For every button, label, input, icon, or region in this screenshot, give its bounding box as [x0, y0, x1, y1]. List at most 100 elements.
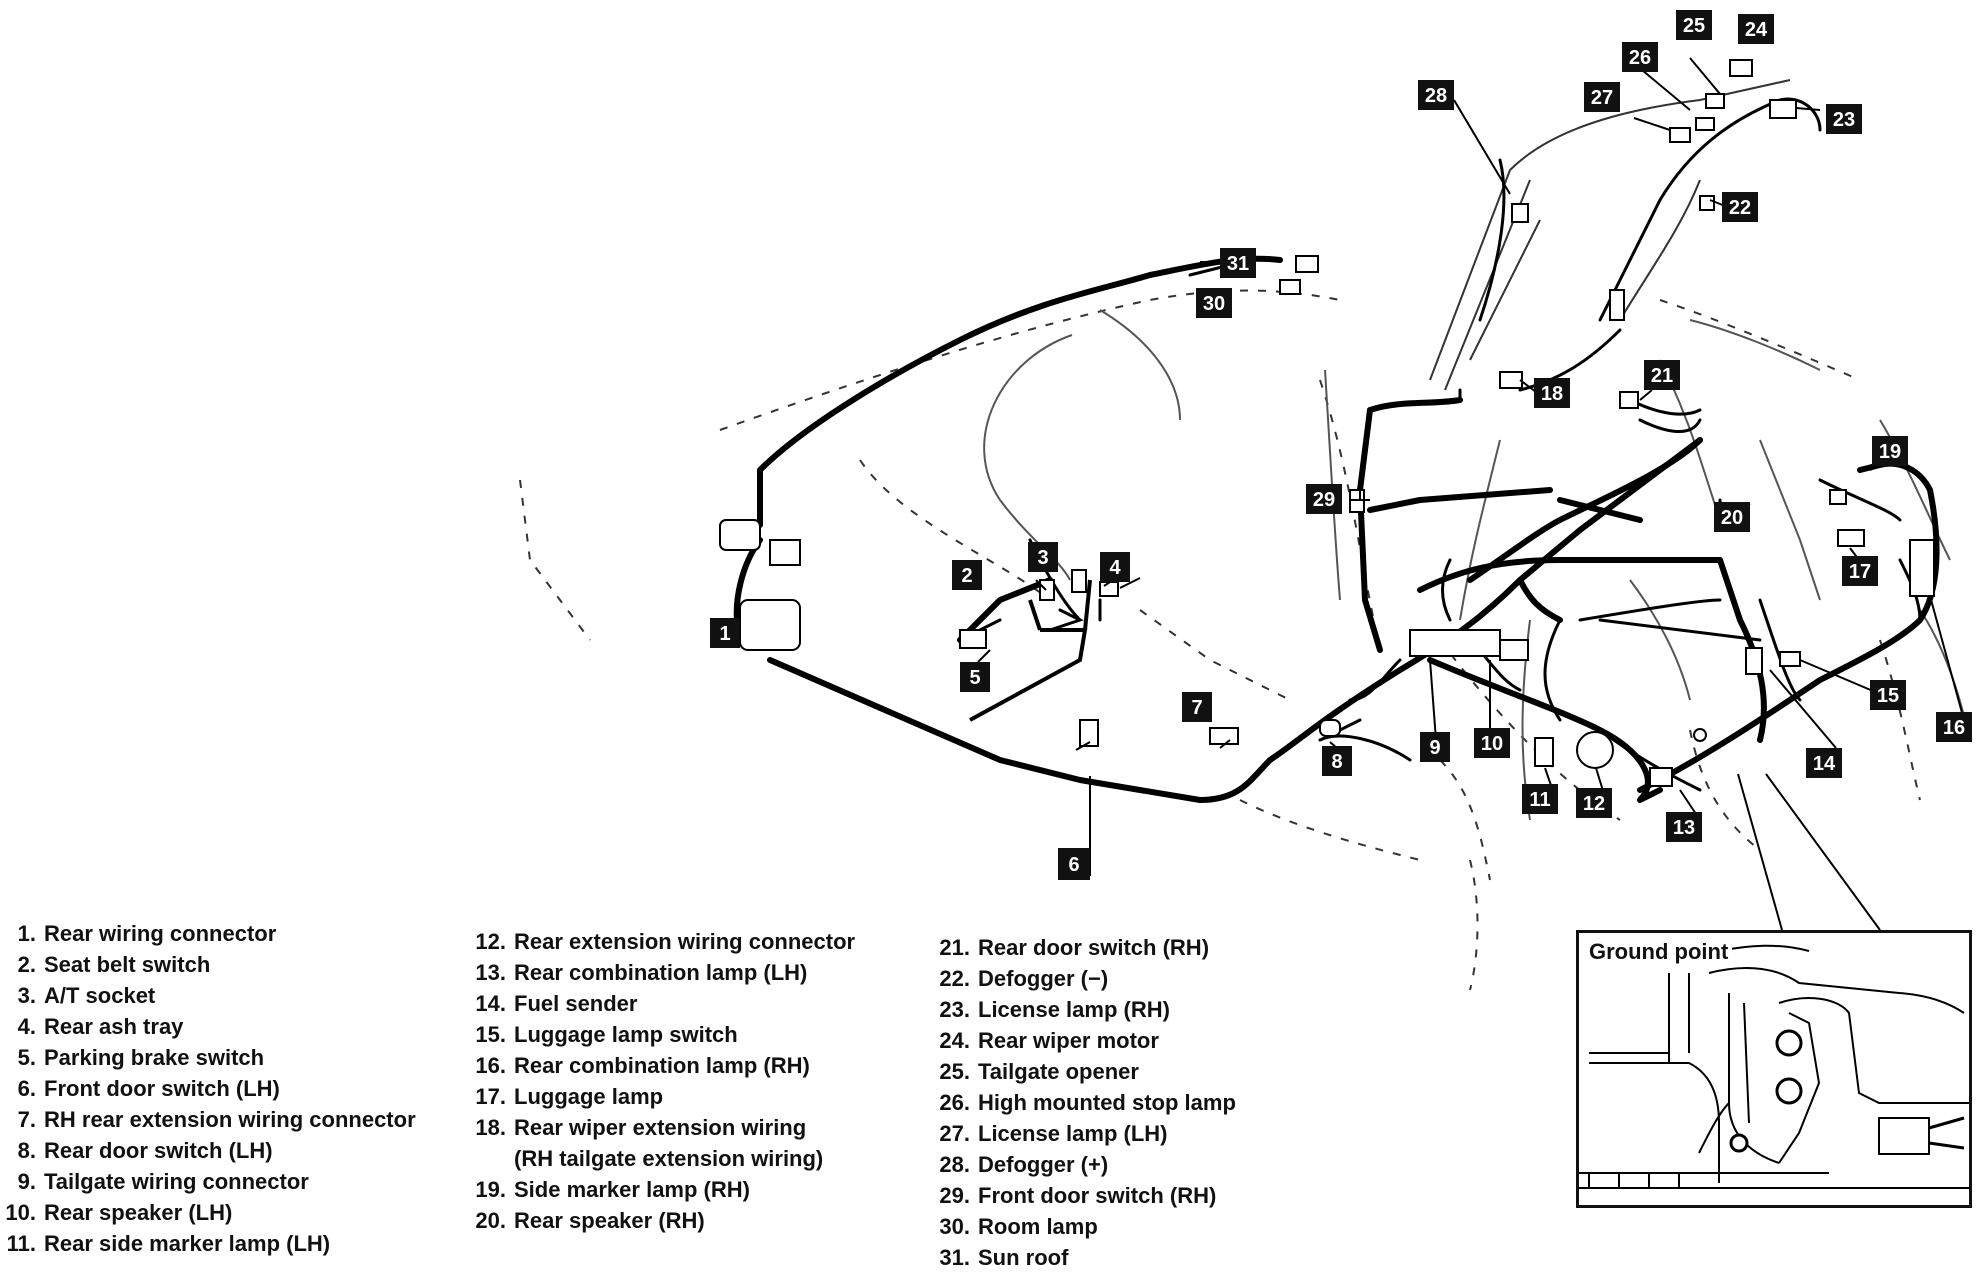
callout-27: 27: [1584, 82, 1620, 112]
legend-item-continuation: (RH tailgate extension wiring): [514, 1146, 824, 1171]
svg-text:26: 26: [1629, 47, 1651, 69]
legend-item: 18.Rear wiper extension wiring: [475, 1115, 807, 1140]
legend-item: 4.Rear ash tray: [17, 1014, 184, 1039]
callout-4: 4: [1100, 552, 1130, 582]
legend-item: 10.Rear speaker (LH): [5, 1200, 233, 1225]
svg-text:20: 20: [1721, 507, 1743, 529]
svg-text:1: 1: [719, 623, 730, 645]
legend-item: 19.Side marker lamp (RH): [475, 1177, 750, 1202]
callout-2: 2: [952, 560, 982, 590]
svg-text:29: 29: [1313, 489, 1335, 511]
legend-item: 3.A/T socket: [17, 983, 156, 1008]
callout-19: 19: [1872, 436, 1908, 466]
legend-item: 21.Rear door switch (RH): [939, 935, 1210, 960]
svg-text:6: 6: [1068, 854, 1079, 876]
callout-16: 16: [1936, 712, 1972, 742]
callout-9: 9: [1420, 732, 1450, 762]
callout-20: 20: [1714, 502, 1750, 532]
legend-item: 27.License lamp (LH): [939, 1121, 1168, 1146]
svg-text:30: 30: [1203, 293, 1225, 315]
legend-item: 22.Defogger (−): [939, 966, 1109, 991]
svg-text:24: 24: [1745, 19, 1768, 41]
callout-7: 7: [1182, 692, 1212, 722]
svg-text:18: 18: [1541, 383, 1563, 405]
svg-text:19: 19: [1879, 441, 1901, 463]
components: [719, 59, 1935, 787]
tailgate-frame: [1429, 79, 1791, 391]
svg-text:2: 2: [961, 565, 972, 587]
callout-1: 1: [710, 618, 740, 648]
legend-column-1: 1.Rear wiring connector 2.Seat belt swit…: [2, 918, 416, 1259]
callout-22: 22: [1722, 192, 1758, 222]
svg-text:13: 13: [1673, 817, 1695, 839]
svg-text:3: 3: [1037, 547, 1048, 569]
callout-8: 8: [1322, 746, 1352, 776]
svg-text:27: 27: [1591, 87, 1613, 109]
callout-24: 24: [1738, 14, 1774, 44]
bolt-icon: [1775, 1077, 1803, 1105]
callout-17: 17: [1842, 556, 1878, 586]
legend-item: 20.Rear speaker (RH): [475, 1208, 705, 1233]
bolt-icon: [1775, 1029, 1803, 1057]
svg-text:4: 4: [1109, 557, 1121, 579]
svg-text:17: 17: [1849, 561, 1871, 583]
legend-item: 1.Rear wiring connector: [17, 921, 277, 946]
legend-item: 25.Tailgate opener: [939, 1059, 1139, 1084]
legend-item: 12.Rear extension wiring connector: [475, 929, 856, 954]
legend-item: 15.Luggage lamp switch: [475, 1022, 738, 1047]
console-harness: [969, 579, 1092, 722]
svg-text:21: 21: [1651, 365, 1673, 387]
callout-28: 28: [1418, 80, 1454, 110]
ground-point-drawing: [1579, 944, 1969, 1189]
callout-12: 12: [1576, 788, 1612, 818]
legend-item: 8.Rear door switch (LH): [17, 1138, 273, 1163]
callout-13: 13: [1666, 812, 1702, 842]
legend-item: 11.Rear side marker lamp (LH): [6, 1231, 331, 1256]
wiring-branches: [978, 97, 1922, 792]
callout-3: 3: [1028, 542, 1058, 572]
callout-26: 26: [1622, 42, 1658, 72]
inset-title: Ground point: [1589, 939, 1733, 965]
callout-25: 25: [1676, 10, 1712, 40]
legend-item: 24.Rear wiper motor: [939, 1028, 1159, 1053]
svg-text:15: 15: [1877, 685, 1899, 707]
legend-item: 7.RH rear extension wiring connector: [17, 1107, 416, 1132]
legend-column-2: 12.Rear extension wiring connector 13.Re…: [466, 926, 855, 1236]
svg-text:14: 14: [1813, 753, 1836, 775]
svg-text:8: 8: [1331, 751, 1342, 773]
callout-31: 31: [1220, 248, 1256, 278]
legend-item: 29.Front door switch (RH): [939, 1183, 1217, 1208]
svg-text:16: 16: [1943, 717, 1965, 739]
callout-15: 15: [1870, 680, 1906, 710]
callout-23: 23: [1826, 104, 1862, 134]
ground-point-inset: Ground point: [1576, 930, 1972, 1208]
legend-item: 6.Front door switch (LH): [17, 1076, 280, 1101]
legend-item: 2.Seat belt switch: [17, 952, 211, 977]
callout-30: 30: [1196, 288, 1232, 318]
legend-item: 28.Defogger (+): [939, 1152, 1109, 1177]
legend-item: 30.Room lamp: [939, 1214, 1098, 1239]
svg-text:31: 31: [1227, 253, 1249, 275]
wiring-harness: [733, 255, 1940, 803]
ground-bolt-icon: [1729, 1133, 1749, 1153]
svg-text:10: 10: [1481, 733, 1503, 755]
legend-item: 9.Tailgate wiring connector: [17, 1169, 309, 1194]
svg-text:11: 11: [1529, 789, 1550, 811]
svg-text:25: 25: [1683, 15, 1705, 37]
callout-5: 5: [960, 662, 990, 692]
svg-text:9: 9: [1429, 737, 1440, 759]
callout-29: 29: [1306, 484, 1342, 514]
legend-item: 17.Luggage lamp: [475, 1084, 664, 1109]
legend-item: 26.High mounted stop lamp: [939, 1090, 1236, 1115]
legend-item: 14.Fuel sender: [475, 991, 638, 1016]
svg-text:7: 7: [1191, 697, 1202, 719]
legend-item: 16.Rear combination lamp (RH): [475, 1053, 810, 1078]
svg-text:5: 5: [969, 667, 980, 689]
legend-item: 23.License lamp (RH): [939, 997, 1170, 1022]
callout-6: 6: [1058, 848, 1090, 880]
connector-icon: [1878, 1117, 1930, 1155]
callout-21: 21: [1644, 360, 1680, 390]
legend-item: 13.Rear combination lamp (LH): [475, 960, 808, 985]
callout-markers: 1 2 3 4 5 6 7 8 9 10 11 12 13 14 15 16 1…: [710, 10, 1972, 880]
